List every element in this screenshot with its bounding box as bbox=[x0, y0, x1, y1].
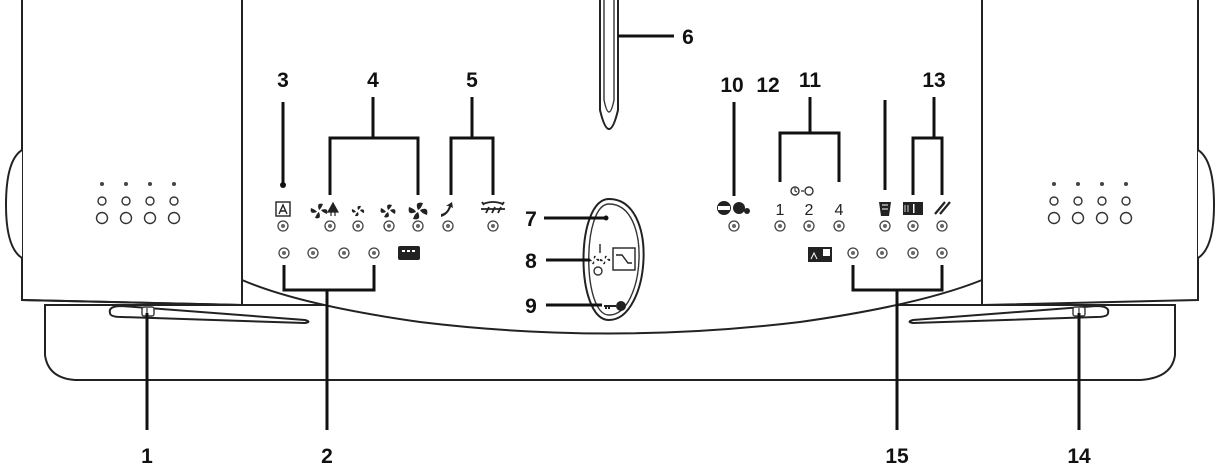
callout-13: 13 bbox=[922, 69, 945, 92]
upward-airflow-icon bbox=[441, 202, 453, 217]
left-speaker bbox=[4, 0, 243, 307]
double-slash-icon bbox=[934, 201, 951, 215]
lower-left-button-1[interactable] bbox=[278, 247, 290, 259]
fan-large-icon bbox=[408, 202, 428, 220]
lower-right-button-2[interactable] bbox=[876, 247, 888, 259]
screen-icon bbox=[717, 201, 750, 215]
top-handle-slot[interactable] bbox=[599, 0, 619, 130]
upward-airflow-button[interactable] bbox=[442, 220, 454, 232]
defrost-airflow-button[interactable] bbox=[487, 220, 499, 232]
lower-right-button-3[interactable] bbox=[907, 247, 919, 259]
callout-8: 8 bbox=[525, 250, 537, 273]
half-panel-icon bbox=[903, 202, 923, 215]
callout-3: 3 bbox=[277, 69, 289, 92]
lower-right-button-1[interactable] bbox=[847, 247, 859, 259]
callout-9: 9 bbox=[525, 295, 537, 318]
callout-15: 15 bbox=[885, 445, 909, 468]
key-icon[interactable] bbox=[604, 301, 626, 311]
lower-left-button-4[interactable] bbox=[368, 247, 380, 259]
left-controls bbox=[275, 201, 505, 260]
temp-option-2-button[interactable] bbox=[803, 220, 815, 232]
screen-button[interactable] bbox=[728, 220, 740, 232]
callout-1: 1 bbox=[141, 445, 153, 468]
right-release-latch[interactable] bbox=[908, 304, 1110, 325]
lower-right-icon bbox=[808, 247, 832, 262]
callout-11: 11 bbox=[799, 69, 822, 92]
callout-lines bbox=[145, 34, 1081, 430]
fan-sensor-icon bbox=[588, 255, 611, 265]
right-speaker-grille bbox=[1047, 182, 1133, 225]
callout-2: 2 bbox=[321, 445, 333, 468]
callout-10: 10 bbox=[720, 74, 743, 97]
defrost-airflow-icon bbox=[481, 201, 505, 214]
sensor-knob-icon[interactable] bbox=[593, 244, 603, 276]
fan-large-button[interactable] bbox=[412, 220, 424, 232]
fan-small-button[interactable] bbox=[352, 220, 364, 232]
fan-medium-button[interactable] bbox=[383, 220, 395, 232]
lower-right-button-4[interactable] bbox=[936, 247, 948, 259]
lower-left-button-3[interactable] bbox=[338, 247, 350, 259]
callout-labels: 1 2 3 4 5 6 7 8 9 10 11 12 13 14 15 bbox=[141, 26, 1091, 468]
fan-boost-button[interactable] bbox=[324, 220, 336, 232]
half-panel-button[interactable] bbox=[907, 220, 919, 232]
fan-medium-icon bbox=[380, 204, 396, 218]
timer-icon bbox=[790, 186, 814, 196]
auto-mode-button[interactable] bbox=[277, 220, 289, 232]
right-controls: 1 2 4 bbox=[717, 186, 951, 262]
left-speaker-grille bbox=[95, 182, 181, 225]
filter-icon bbox=[879, 202, 891, 216]
callout-4: 4 bbox=[367, 69, 379, 92]
callout-6: 6 bbox=[682, 26, 694, 49]
sensor-module bbox=[582, 197, 645, 322]
filter-button[interactable] bbox=[879, 220, 891, 232]
fan-small-icon bbox=[351, 205, 365, 217]
temp-option-2-label: 2 bbox=[805, 202, 814, 219]
right-speaker bbox=[981, 0, 1216, 307]
callout-12: 12 bbox=[756, 74, 779, 97]
center-panel bbox=[241, 0, 983, 335]
temp-option-4-label: 4 bbox=[835, 202, 844, 219]
temp-option-1-button[interactable] bbox=[774, 220, 786, 232]
fan-boost-icon bbox=[310, 201, 340, 219]
double-slash-button[interactable] bbox=[936, 220, 948, 232]
lower-left-button-2[interactable] bbox=[307, 247, 319, 259]
callout-5: 5 bbox=[466, 69, 478, 92]
temp-option-4-button[interactable] bbox=[833, 220, 845, 232]
callout-7: 7 bbox=[525, 208, 537, 231]
temp-option-1-label: 1 bbox=[776, 202, 785, 219]
callout-14: 14 bbox=[1067, 445, 1091, 468]
battery-icon bbox=[398, 246, 420, 260]
program-display-icon bbox=[612, 247, 636, 271]
